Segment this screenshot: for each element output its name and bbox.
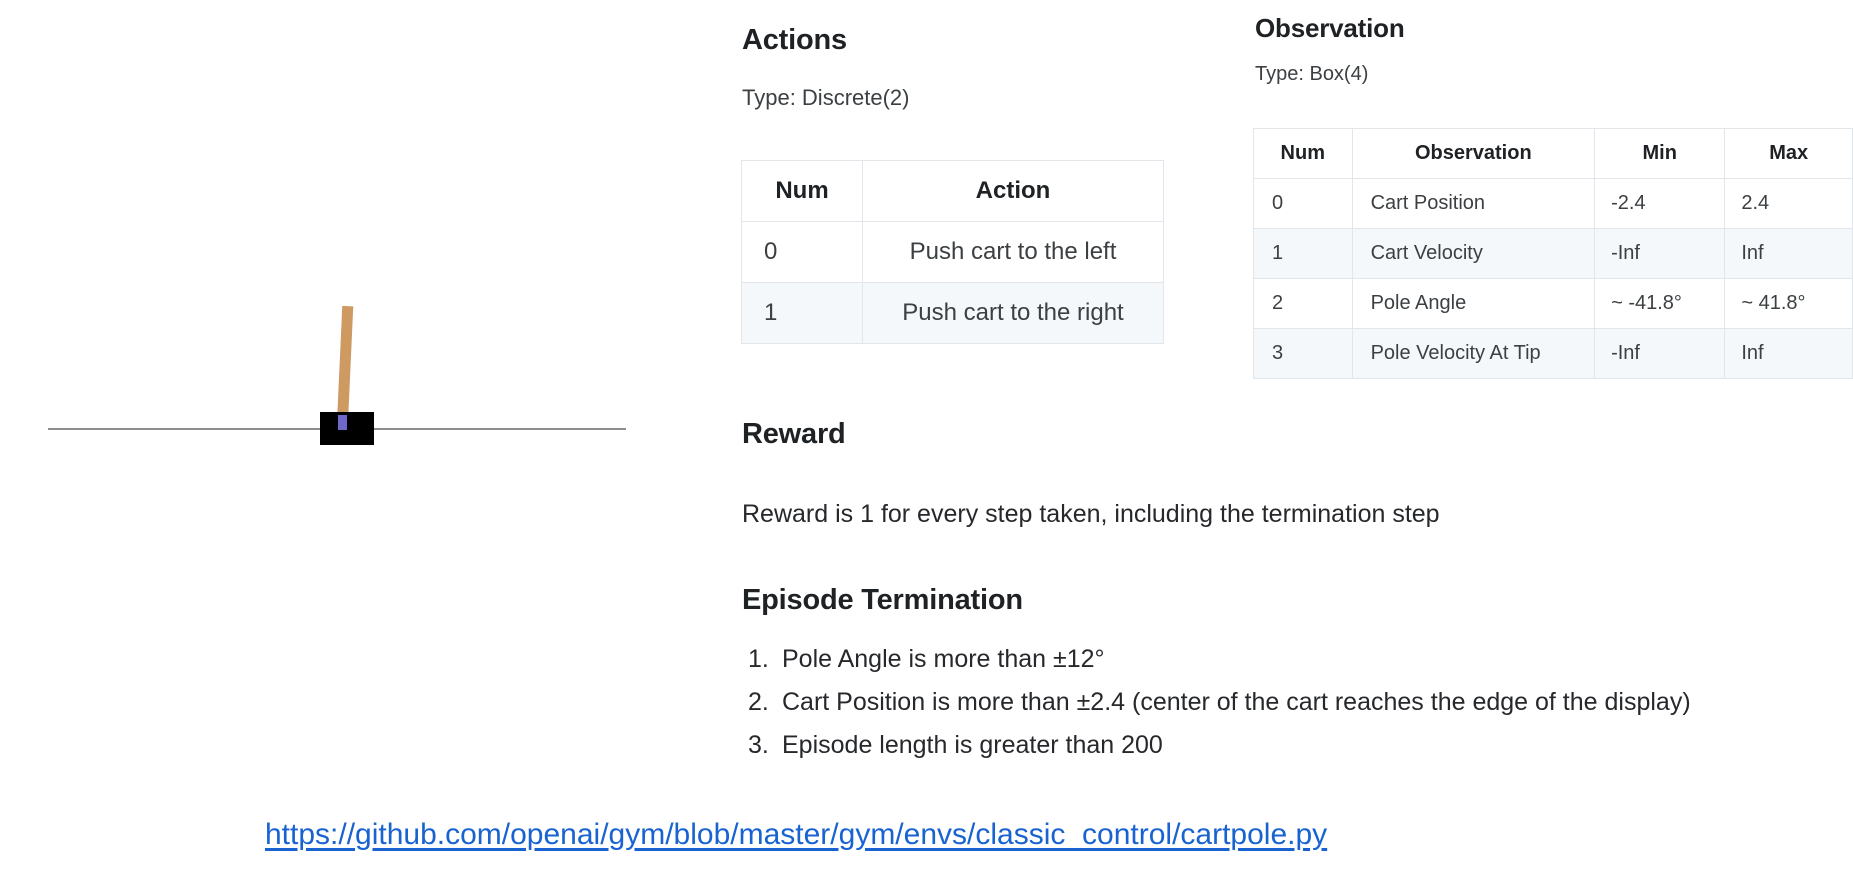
list-item: 3. Episode length is greater than 200 — [748, 731, 1691, 760]
observation-cell-observation: Cart Position — [1351, 178, 1596, 229]
actions-cell-action: Push cart to the left — [862, 221, 1164, 283]
observation-cell-max: Inf — [1724, 328, 1853, 379]
table-row: 2 Pole Angle ~ -41.8° ~ 41.8° — [1253, 278, 1853, 329]
list-item-text: Episode length is greater than 200 — [782, 731, 1163, 759]
observation-table: Num Observation Min Max 0 Cart Position … — [1253, 128, 1853, 379]
observation-cell-min: -Inf — [1594, 228, 1726, 279]
list-item: 1. Pole Angle is more than ±12° — [748, 645, 1691, 674]
reward-text: Reward is 1 for every step taken, includ… — [742, 500, 1440, 528]
observation-cell-max: ~ 41.8° — [1724, 278, 1853, 329]
table-row: 1 Cart Velocity -Inf Inf — [1253, 228, 1853, 279]
termination-list: 1. Pole Angle is more than ±12° 2. Cart Po… — [748, 645, 1691, 774]
observation-header-num: Num — [1253, 128, 1353, 179]
list-item-text: Cart Position is more than ±2.4 (center … — [782, 688, 1691, 716]
actions-heading: Actions — [742, 24, 847, 56]
observation-cell-min: ~ -41.8° — [1594, 278, 1726, 329]
observation-cell-num: 2 — [1253, 278, 1353, 329]
observation-heading: Observation — [1255, 13, 1405, 43]
reward-heading: Reward — [742, 418, 846, 450]
observation-cell-max: 2.4 — [1724, 178, 1853, 229]
axle-dot-icon — [338, 415, 347, 430]
observation-cell-min: -Inf — [1594, 328, 1726, 379]
table-row: 3 Pole Velocity At Tip -Inf Inf — [1253, 328, 1853, 379]
observation-cell-num: 1 — [1253, 228, 1353, 279]
actions-cell-num: 1 — [741, 282, 863, 344]
source-code-link[interactable]: https://github.com/openai/gym/blob/maste… — [265, 818, 1328, 851]
list-item-number: 1. — [748, 645, 769, 673]
actions-table: Num Action 0 Push cart to the left 1 Pus… — [741, 160, 1164, 344]
observation-header-observation: Observation — [1351, 128, 1596, 179]
observation-cell-observation: Pole Velocity At Tip — [1351, 328, 1596, 379]
observation-header-min: Min — [1594, 128, 1726, 179]
list-item: 2. Cart Position is more than ±2.4 (cente… — [748, 688, 1691, 717]
cartpole-illustration — [0, 250, 680, 500]
observation-type-line: Type: Box(4) — [1255, 63, 1369, 85]
observation-cell-num: 0 — [1253, 178, 1353, 229]
cart-icon — [320, 412, 374, 445]
actions-cell-action: Push cart to the right — [862, 282, 1164, 344]
table-row: 0 Cart Position -2.4 2.4 — [1253, 178, 1853, 229]
actions-cell-num: 0 — [741, 221, 863, 283]
observation-header-max: Max — [1724, 128, 1853, 179]
observation-cell-num: 3 — [1253, 328, 1353, 379]
list-item-text: Pole Angle is more than ±12° — [782, 645, 1105, 673]
pole-icon — [337, 305, 354, 423]
observation-cell-observation: Cart Velocity — [1351, 228, 1596, 279]
observation-cell-max: Inf — [1724, 228, 1853, 279]
actions-header-num: Num — [741, 160, 863, 222]
list-item-number: 2. — [748, 688, 769, 716]
observation-cell-observation: Pole Angle — [1351, 278, 1596, 329]
list-item-number: 3. — [748, 731, 769, 759]
table-row: 1 Push cart to the right — [741, 282, 1164, 344]
actions-type-line: Type: Discrete(2) — [742, 85, 910, 110]
observation-cell-min: -2.4 — [1594, 178, 1726, 229]
actions-header-action: Action — [862, 160, 1164, 222]
table-header-row: Num Observation Min Max — [1253, 128, 1853, 179]
termination-heading: Episode Termination — [742, 584, 1023, 616]
table-header-row: Num Action — [741, 160, 1164, 222]
table-row: 0 Push cart to the left — [741, 221, 1164, 283]
